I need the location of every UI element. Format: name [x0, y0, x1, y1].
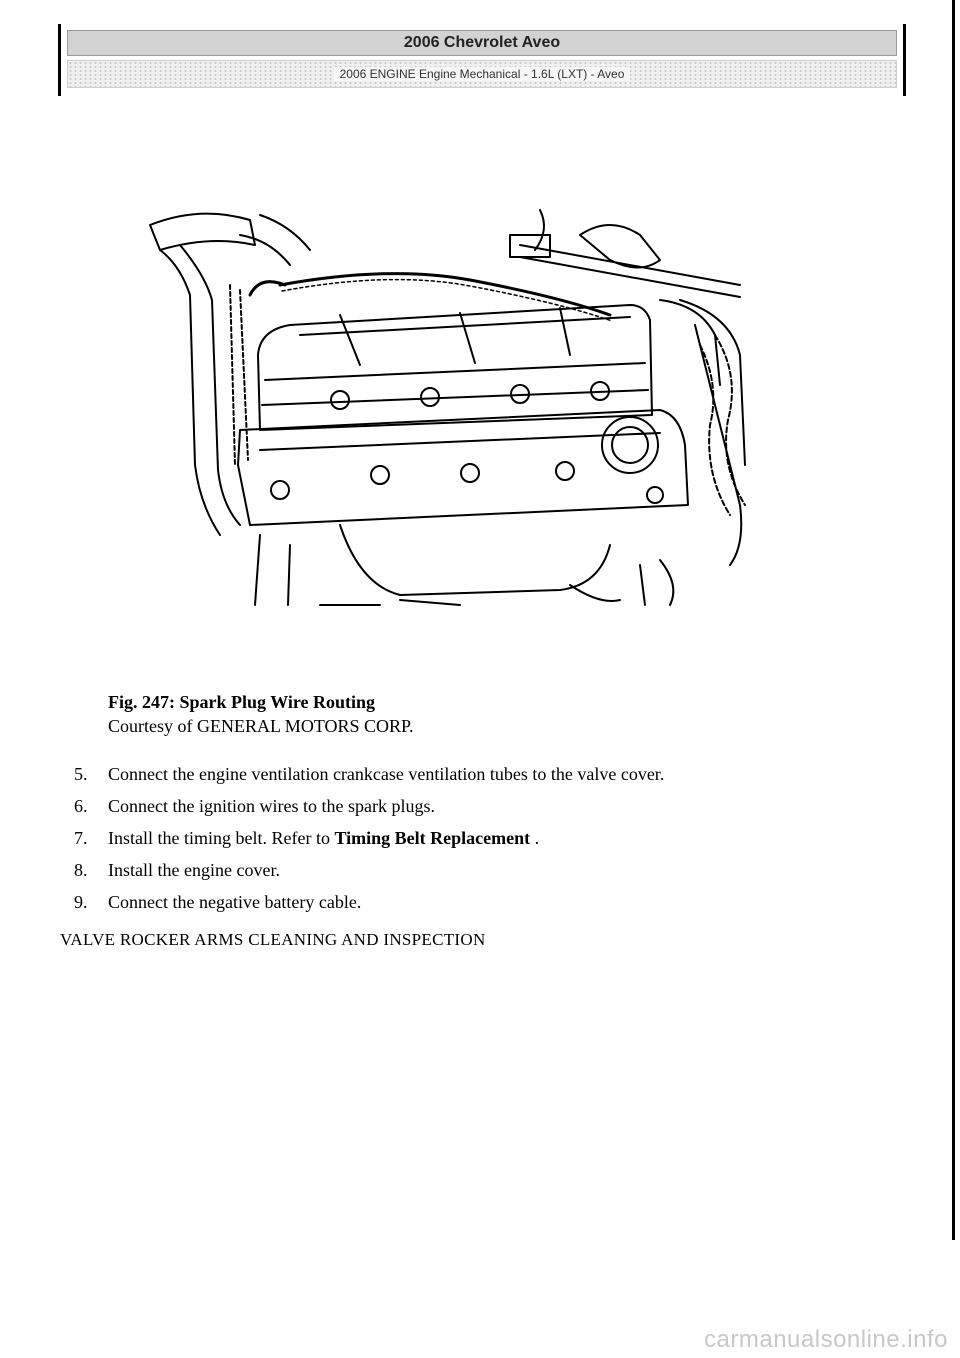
page-border-right — [952, 0, 955, 1240]
document-title: 2006 Chevrolet Aveo — [67, 30, 897, 56]
step-text: Install the timing belt. Refer to — [108, 828, 335, 848]
page-header: 2006 Chevrolet Aveo 2006 ENGINE Engine M… — [58, 24, 906, 96]
step-text: Connect the ignition wires to the spark … — [108, 796, 435, 816]
step-item: 9. Connect the negative battery cable. — [60, 886, 920, 918]
procedure-steps: 5. Connect the engine ventilation crankc… — [60, 758, 920, 918]
figure-courtesy: Courtesy of GENERAL MOTORS CORP. — [108, 716, 414, 736]
step-number: 6. — [74, 796, 88, 816]
document-subtitle: 2006 ENGINE Engine Mechanical - 1.6L (LX… — [67, 60, 897, 88]
step-item: 6. Connect the ignition wires to the spa… — [60, 790, 920, 822]
timing-belt-link[interactable]: Timing Belt Replacement — [334, 828, 531, 848]
step-item: 8. Install the engine cover. — [60, 854, 920, 886]
step-number: 7. — [74, 828, 88, 848]
step-number: 9. — [74, 892, 88, 912]
step-text: Install the engine cover. — [108, 860, 280, 880]
figure-label: Fig. 247: Spark Plug Wire Routing — [108, 692, 376, 712]
engine-illustration — [140, 205, 755, 610]
step-number: 8. — [74, 860, 88, 880]
step-text: Connect the negative battery cable. — [108, 892, 362, 912]
step-item: 7. Install the timing belt. Refer to Tim… — [60, 822, 920, 854]
step-item: 5. Connect the engine ventilation crankc… — [60, 758, 920, 790]
document-subtitle-text: 2006 ENGINE Engine Mechanical - 1.6L (LX… — [333, 67, 631, 81]
section-heading: VALVE ROCKER ARMS CLEANING AND INSPECTIO… — [60, 930, 486, 949]
step-number: 5. — [74, 764, 88, 784]
watermark: carmanualsonline.info — [704, 1326, 948, 1353]
step-text: Connect the engine ventilation crankcase… — [108, 764, 665, 784]
step-text-tail: . — [530, 828, 540, 848]
figure-caption: Fig. 247: Spark Plug Wire Routing Courte… — [108, 690, 414, 738]
